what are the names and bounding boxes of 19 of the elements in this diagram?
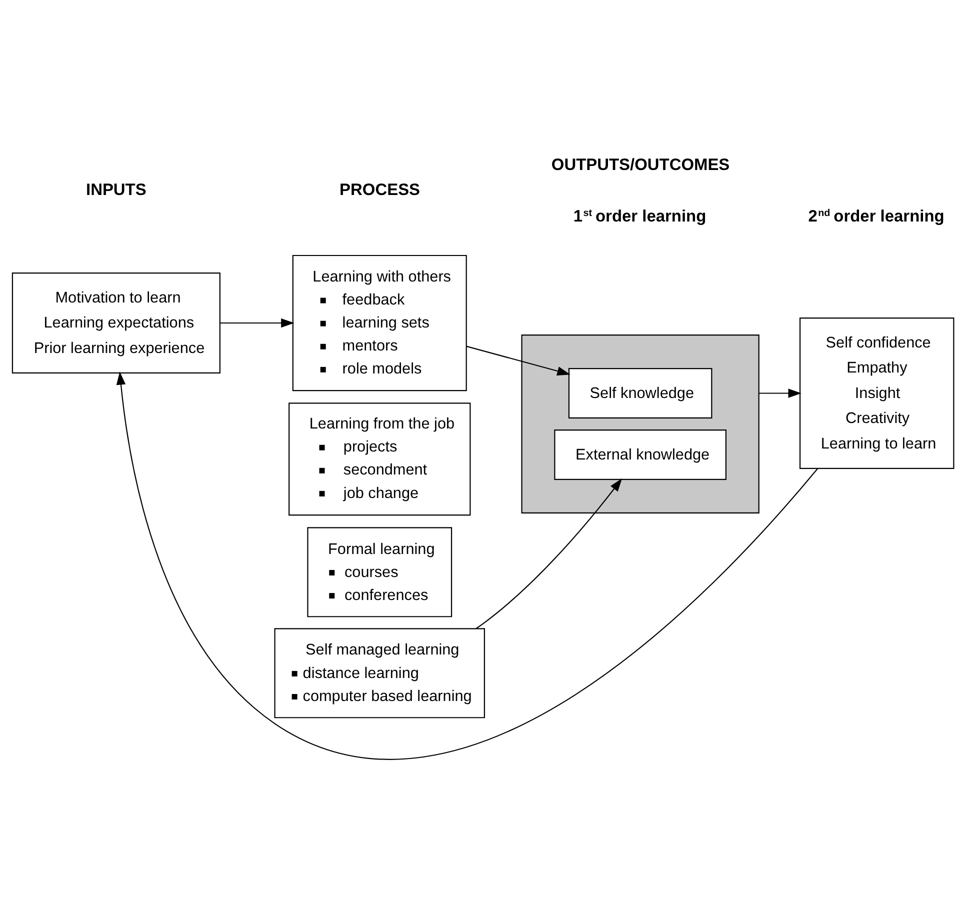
- arrow: [116, 371, 818, 759]
- cluster: [521, 334, 760, 513]
- arrow: [476, 478, 622, 629]
- label: 2$^{nd}$ order learning: [808, 206, 944, 225]
- node-box: Learning from the job projects secondment job change: [288, 402, 471, 516]
- arrow: [220, 318, 294, 328]
- node-box: Self knowledge: [568, 368, 712, 418]
- node-box: Motivation to learn Learning expectations Prior learning experience: [12, 272, 220, 373]
- label: INPUTS: [86, 180, 146, 199]
- label: OUTPUTS/OUTCOMES: [551, 155, 730, 174]
- node-box: Self confidence Empathy Insight Creativity Learning to learn: [799, 317, 954, 468]
- node-box: Formal learning courses conferences: [307, 526, 452, 617]
- arrow: [466, 345, 570, 376]
- arrow: [758, 388, 802, 398]
- node-box: Self managed learning distance learning computer based learning: [274, 628, 485, 718]
- label: 1$^{st}$ order learning: [573, 206, 706, 225]
- label: PROCESS: [340, 180, 420, 199]
- node-box: Learning with others feedback learning sets mentors role models: [292, 254, 467, 391]
- node-box: External knowledge: [554, 428, 726, 480]
